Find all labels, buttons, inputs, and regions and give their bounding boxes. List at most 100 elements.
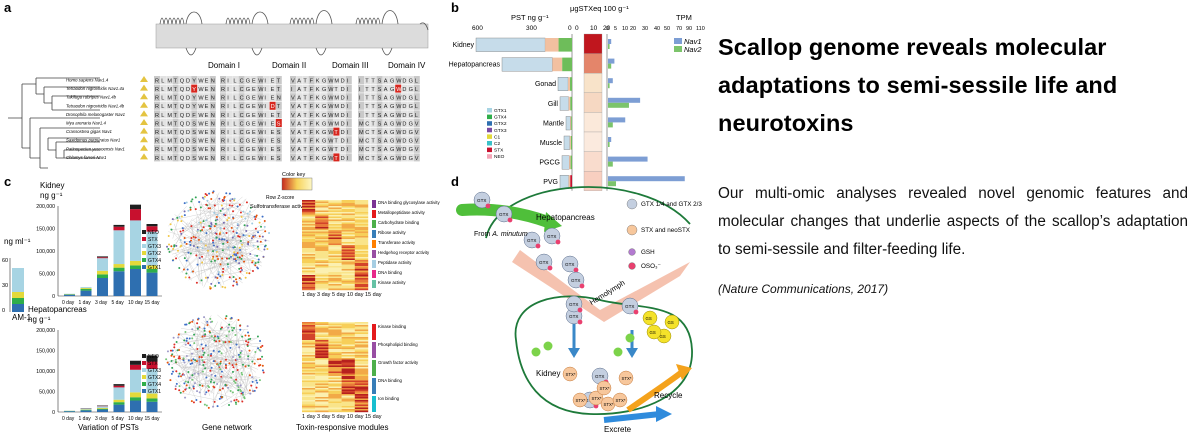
heatmap-cell [355,254,368,256]
network-node [247,358,249,360]
heatmap-cell [355,287,368,289]
heatmap-cell [342,402,355,404]
heatmap-cell [328,208,341,210]
tpm-axis-label: TPM [676,13,692,22]
network-node [182,390,184,392]
heatmap-cell [342,251,355,253]
network-node [180,233,182,235]
heatmap-cell [315,334,328,336]
network-node [189,241,191,243]
heatmap-cell [302,370,315,372]
heatmap-cell [302,397,315,399]
stx-label: GS [650,330,656,335]
residue-letter: G [409,78,413,84]
heatmap-cell [315,262,328,264]
kidney-bar-segment [130,261,141,266]
tpm-tick: 0 [606,26,609,32]
heatmap-cell [315,361,328,363]
network-node [229,204,231,206]
residue-letter: L [415,104,418,110]
network-node [186,337,188,339]
heatmap-cell [315,287,328,289]
residue-letter: G [246,113,250,119]
residue-letter: M [334,78,339,84]
legend-label: STX [148,237,158,243]
heatmap-cell [315,396,328,398]
network-node [222,388,224,390]
network-node [230,377,232,379]
residue-letter: L [161,147,164,153]
residue-letter: Q [180,96,185,102]
warning-icon [140,136,148,142]
residue-letter: T [365,87,369,93]
heatmap-cell [328,217,341,219]
x-tick: 3 day [95,416,108,422]
kidney-bar-segment [114,230,125,264]
network-node [242,392,244,394]
network-edge [168,206,186,226]
module-swatch [372,240,376,248]
network-node [239,249,241,251]
residue-letter: C [240,147,244,153]
domain-label-1: Domain I [208,61,240,70]
network-node [212,242,214,244]
network-node [193,342,195,344]
species-label: Saxidomus purpuratus Nav1 [66,138,121,143]
network-node [232,285,234,287]
network-node [180,231,182,233]
residue-letter: R [221,78,225,84]
residue-letter: L [233,147,236,153]
residue-letter: T [371,121,375,127]
residue-letter: W [258,113,264,119]
network-node [204,393,206,395]
residue-letter: N [211,113,215,119]
residue-letter: T [174,87,178,93]
residue-letter: S [192,147,196,153]
network-node [219,340,221,342]
residue-letter: L [415,96,418,102]
heatmap-cell [342,242,355,244]
heatmap-cell [342,334,355,336]
residue-letter: D [402,104,406,110]
color-key-label: Color key [282,172,305,178]
residue-letter: K [316,87,320,93]
heatmap-cell [355,247,368,249]
network-node [201,356,203,358]
stx-label: STX* [604,402,614,407]
residue-letter: W [396,113,402,119]
network-node [241,269,243,271]
heatmap-cell [342,331,355,333]
heatmap-cell [302,212,315,214]
network-node [169,379,171,381]
residue-letter: T [303,156,307,162]
heatmap-cell [302,361,315,363]
network-node [236,358,238,360]
network-node [177,337,179,339]
recycle-label: Recycle [654,391,683,400]
residue-letter: L [233,139,236,145]
network-node [245,230,247,232]
footer-modules: Toxin-responsive modules [296,423,389,432]
module-swatch [372,324,376,340]
network-node [236,281,238,283]
residue-letter: L [161,78,164,84]
kidney-chart-title: Kidney [40,181,64,190]
heatmap-cell [328,214,341,216]
hep-chart-title: Hepatopancreas [28,305,87,314]
residue-letter: A [297,147,301,153]
heatmap-cell [328,220,341,222]
module-label: Kinase binding [378,324,407,329]
heatmap-cell [302,331,315,333]
heatmap-cell [342,248,355,250]
residue-letter: G [390,130,394,136]
module-label: DNA binding [378,270,402,275]
residue-letter: S [378,113,382,119]
residue-letter: W [258,104,264,110]
network-node [190,252,192,254]
residue-letter: W [198,130,204,136]
network-node [219,263,221,265]
heatmap-cell [328,370,341,372]
network-node [227,327,229,329]
heatmap-cell [342,351,355,353]
network-node [256,255,258,257]
